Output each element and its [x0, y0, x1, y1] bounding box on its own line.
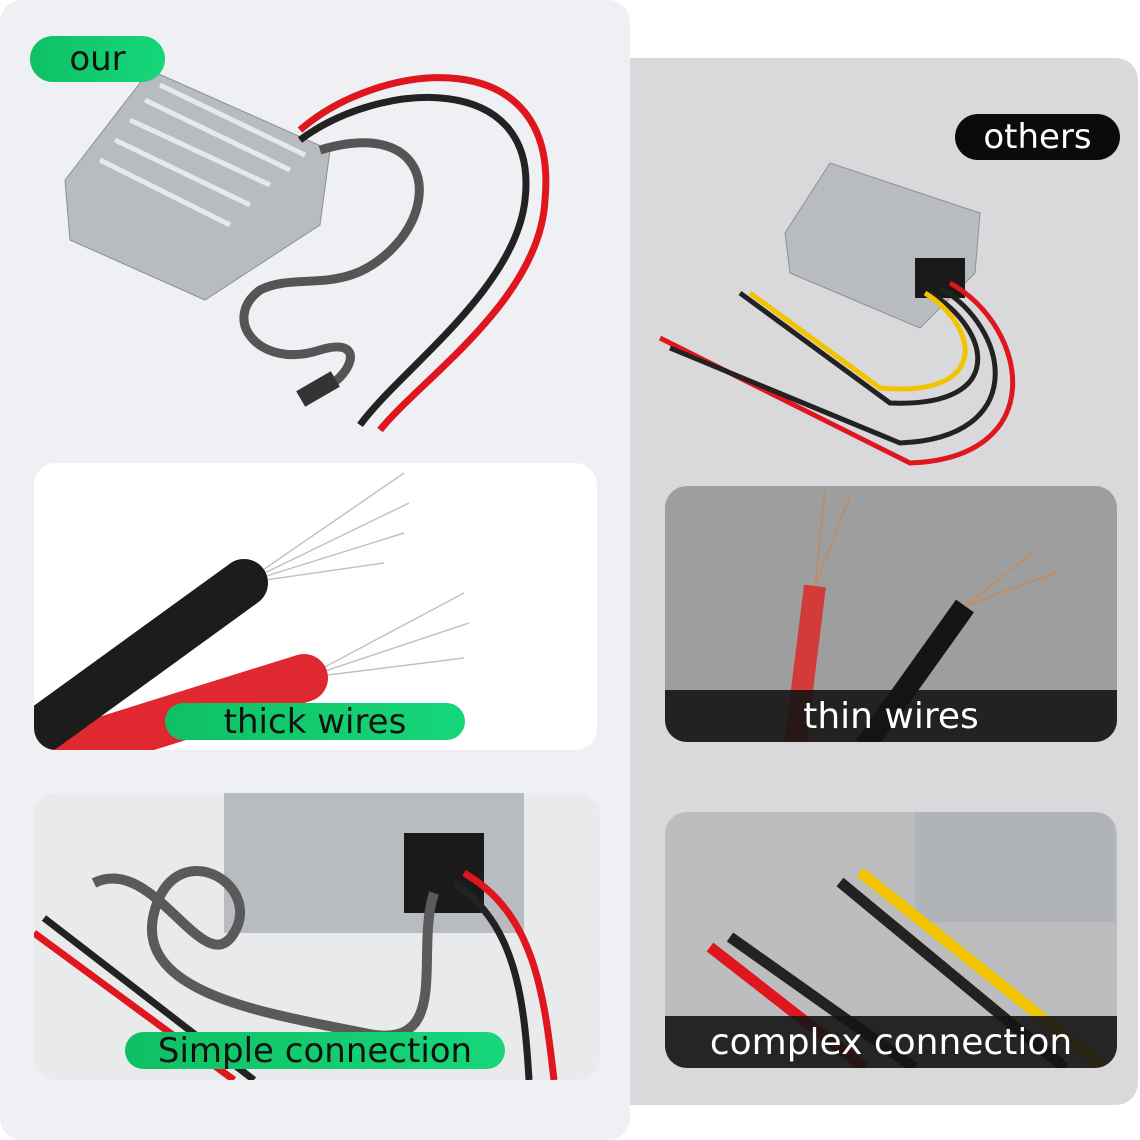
simple-connection-card: Simple connection — [34, 793, 600, 1080]
thin-wires-card: thin wires — [665, 486, 1117, 742]
our-label: our — [30, 36, 165, 82]
complex-connection-label: complex connection — [665, 1016, 1117, 1068]
complex-connection-card: complex connection — [665, 812, 1117, 1068]
our-product-panel: our thick wires Simple connection — [0, 0, 630, 1140]
thick-wires-card: thick wires — [34, 463, 597, 750]
thin-wires-label: thin wires — [665, 690, 1117, 742]
simple-connection-label: Simple connection — [125, 1031, 505, 1071]
thick-wires-image — [34, 472, 470, 750]
our-converter-image — [64, 69, 550, 433]
thick-wires-label: thick wires — [165, 702, 465, 742]
others-converter-image — [658, 162, 1015, 466]
others-label: others — [955, 114, 1120, 160]
others-product-panel: others thin wires complex connection — [630, 58, 1138, 1105]
